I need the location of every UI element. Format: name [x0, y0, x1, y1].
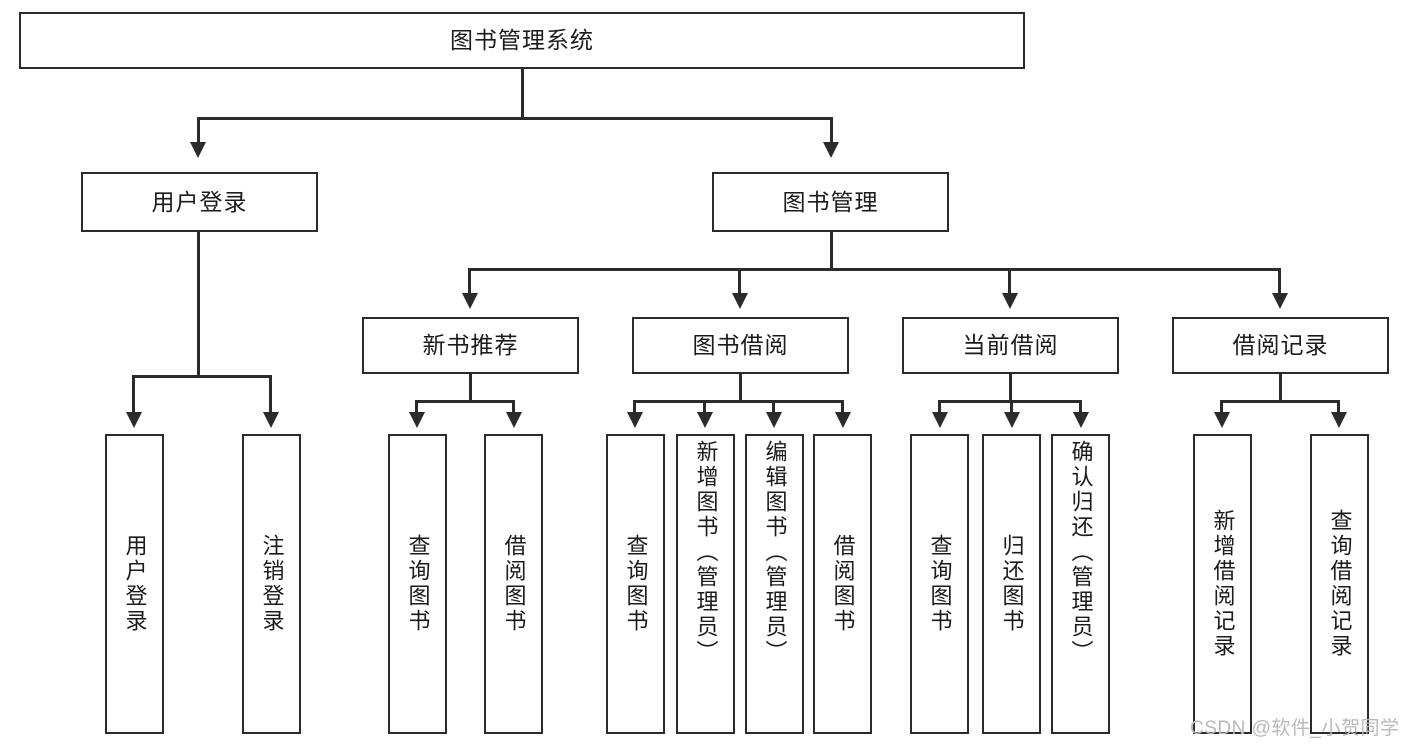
- node-leaf-query-book-current[interactable]: 查询图书: [910, 434, 969, 734]
- connector-bm-to-borrow-record: [1278, 268, 1281, 298]
- connector-nbr-to-leaf-1: [415, 400, 418, 417]
- connector-root-bus: [197, 117, 832, 120]
- connector-bm-to-current-borrow: [1008, 268, 1011, 298]
- arrowhead-bm-to-new-book-rec: [462, 293, 478, 309]
- connector-bb-to-leaf-1: [633, 400, 636, 417]
- node-leaf-query-borrow-record[interactable]: 查询借阅记录: [1310, 434, 1369, 734]
- connector-new-book-rec-bus: [415, 400, 514, 403]
- node-label: 新增图书（管理员）: [693, 440, 719, 665]
- node-book-manage[interactable]: 图书管理: [712, 172, 949, 232]
- connector-br-to-leaf-1: [1220, 400, 1223, 417]
- arrowhead-root-to-book-manage: [823, 142, 839, 158]
- connector-book-manage-bus: [468, 268, 1280, 271]
- arrowhead-user-login-to-leaf-2: [263, 412, 279, 428]
- connector-bb-to-leaf-3: [772, 400, 775, 417]
- arrowhead-br-to-leaf-2: [1331, 412, 1347, 428]
- connector-current-borrow-stem: [1009, 374, 1012, 402]
- node-leaf-add-borrow-record[interactable]: 新增借阅记录: [1193, 434, 1252, 734]
- connector-book-manage-stem: [830, 232, 833, 270]
- node-label: 注销登录: [259, 534, 285, 634]
- connector-cb-to-leaf-2: [1010, 400, 1013, 417]
- arrowhead-bm-to-current-borrow: [1002, 293, 1018, 309]
- node-label: 图书借阅: [692, 332, 789, 359]
- node-label: 查询图书: [623, 534, 649, 634]
- csdn-watermark: CSDN @软件_小贺同学: [1190, 718, 1400, 739]
- connector-user-login-to-leaf-2: [269, 375, 272, 417]
- arrowhead-bb-to-leaf-2: [697, 412, 713, 428]
- connector-borrow-record-stem: [1279, 374, 1282, 402]
- connector-root-to-book-manage: [830, 117, 833, 147]
- node-label: 归还图书: [999, 534, 1025, 634]
- node-label: 编辑图书（管理员）: [762, 440, 788, 665]
- arrowhead-bm-to-book-borrow: [732, 293, 748, 309]
- arrowhead-nbr-to-leaf-2: [506, 412, 522, 428]
- arrowhead-cb-to-leaf-3: [1073, 412, 1089, 428]
- connector-cb-to-leaf-1: [938, 400, 941, 417]
- arrowhead-cb-to-leaf-2: [1004, 412, 1020, 428]
- arrowhead-bm-to-borrow-record: [1272, 293, 1288, 309]
- arrowhead-bb-to-leaf-4: [835, 412, 851, 428]
- node-label: 当前借阅: [962, 332, 1059, 359]
- connector-user-login-to-leaf-1: [132, 375, 135, 417]
- connector-root-to-user-login: [197, 117, 200, 147]
- node-user-login[interactable]: 用户登录: [81, 172, 318, 232]
- connector-user-login-bus: [132, 375, 271, 378]
- arrowhead-user-login-to-leaf-1: [126, 412, 142, 428]
- arrowhead-root-to-user-login: [190, 142, 206, 158]
- node-leaf-user-logout[interactable]: 注销登录: [242, 434, 301, 734]
- node-leaf-return-book[interactable]: 归还图书: [982, 434, 1041, 734]
- arrowhead-nbr-to-leaf-1: [409, 412, 425, 428]
- connector-bb-to-leaf-4: [841, 400, 844, 417]
- node-label: 查询图书: [927, 534, 953, 634]
- node-book-borrow[interactable]: 图书借阅: [632, 317, 849, 374]
- node-root-system[interactable]: 图书管理系统: [19, 12, 1025, 69]
- node-leaf-borrow-book-recommendation[interactable]: 借阅图书: [484, 434, 543, 734]
- node-label: 借阅图书: [830, 534, 856, 634]
- arrowhead-bb-to-leaf-1: [627, 412, 643, 428]
- arrowhead-br-to-leaf-1: [1214, 412, 1230, 428]
- node-leaf-edit-book-admin[interactable]: 编辑图书（管理员）: [745, 434, 804, 734]
- arrowhead-cb-to-leaf-1: [932, 412, 948, 428]
- arrowhead-bb-to-leaf-3: [766, 412, 782, 428]
- connector-br-to-leaf-2: [1337, 400, 1340, 417]
- node-label: 借阅图书: [501, 534, 527, 634]
- node-leaf-confirm-return-admin[interactable]: 确认归还（管理员）: [1051, 434, 1110, 734]
- node-label: 新增借阅记录: [1210, 509, 1236, 659]
- node-leaf-add-book-admin[interactable]: 新增图书（管理员）: [676, 434, 735, 734]
- connector-borrow-record-bus: [1220, 400, 1339, 403]
- connector-bb-to-leaf-2: [703, 400, 706, 417]
- node-label: 图书管理: [782, 188, 879, 215]
- connector-book-borrow-stem: [739, 374, 742, 402]
- node-borrow-record[interactable]: 借阅记录: [1172, 317, 1389, 374]
- node-label: 用户登录: [122, 534, 148, 634]
- node-label: 新书推荐: [422, 332, 519, 359]
- node-label: 图书管理系统: [450, 27, 594, 54]
- node-label: 查询借阅记录: [1327, 509, 1353, 659]
- connector-bm-to-book-borrow: [738, 268, 741, 298]
- node-leaf-query-book-recommendation[interactable]: 查询图书: [388, 434, 447, 734]
- node-new-book-recommendation[interactable]: 新书推荐: [362, 317, 579, 374]
- connector-bm-to-new-book-rec: [468, 268, 471, 298]
- connector-user-login-stem: [197, 232, 200, 377]
- node-current-borrow[interactable]: 当前借阅: [902, 317, 1119, 374]
- connector-book-borrow-bus: [633, 400, 844, 403]
- node-label: 确认归还（管理员）: [1068, 440, 1094, 665]
- connector-nbr-to-leaf-2: [512, 400, 515, 417]
- node-label: 查询图书: [405, 534, 431, 634]
- connector-root-stem: [521, 69, 524, 119]
- node-leaf-user-login[interactable]: 用户登录: [105, 434, 164, 734]
- node-label: 用户登录: [151, 188, 248, 215]
- node-leaf-query-book-borrow[interactable]: 查询图书: [606, 434, 665, 734]
- connector-cb-to-leaf-3: [1079, 400, 1082, 417]
- node-label: 借阅记录: [1232, 332, 1329, 359]
- connector-new-book-rec-stem: [469, 374, 472, 402]
- node-leaf-borrow-book-borrow[interactable]: 借阅图书: [813, 434, 872, 734]
